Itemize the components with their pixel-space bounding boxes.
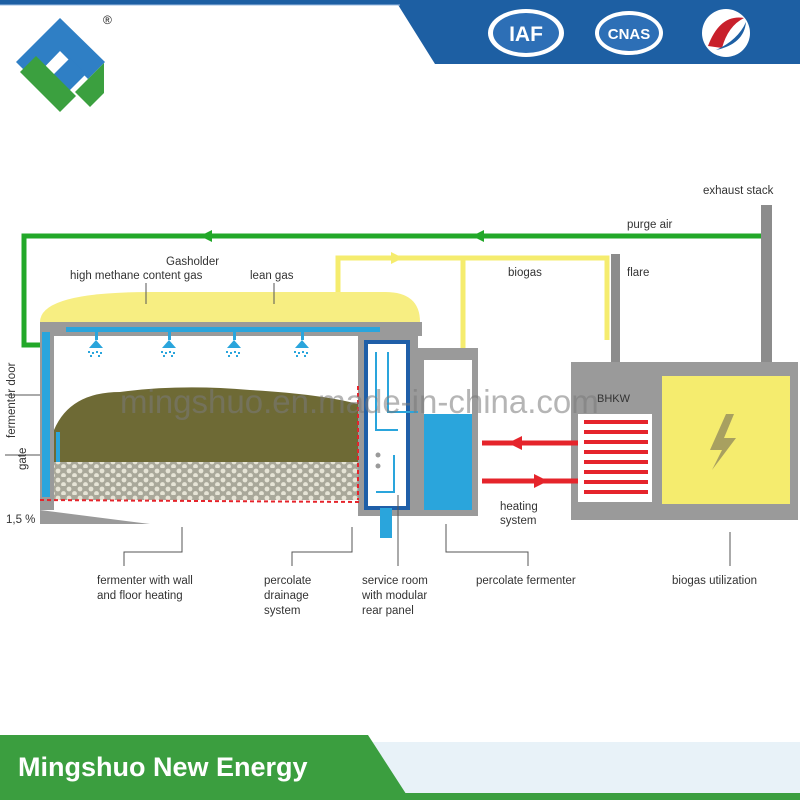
label-biogas: biogas (508, 267, 542, 279)
service-room (364, 340, 420, 538)
company-logo: ® (16, 13, 112, 112)
fermenter-door (42, 332, 50, 497)
label-flare: flare (627, 267, 649, 279)
label-percolate-drainage-2: drainage (264, 590, 309, 602)
label-gate: gate (17, 448, 29, 470)
label-gasholder: Gasholder (166, 256, 219, 268)
label-percolate-fermenter: percolate fermenter (476, 575, 576, 587)
label-lean-gas: lean gas (250, 270, 294, 282)
label-exhaust-stack: exhaust stack (703, 185, 774, 197)
chp-unit (571, 362, 798, 520)
label-service-room-1: service room (362, 575, 428, 587)
label-fermenter-heating-2: and floor heating (97, 590, 183, 602)
label-service-room-2: with modular (361, 590, 427, 602)
watermark: mingshuo.en.made-in-china.com (120, 383, 599, 420)
cnas-badge-text: CNAS (608, 26, 651, 43)
label-fermenter-door: fermenter door (6, 362, 18, 438)
label-purge-air: purge air (627, 219, 673, 231)
footer-bar: Mingshuo New Energy (0, 735, 800, 800)
label-slope: 1,5 % (6, 514, 35, 526)
arrow-right-icon (534, 474, 548, 488)
header-bar (0, 0, 800, 64)
label-fermenter-heating-1: fermenter with wall (97, 575, 193, 587)
arrow-left-icon (508, 436, 522, 450)
gasholder (40, 292, 420, 330)
percolate-liquid (424, 414, 472, 510)
exhaust-stack (761, 205, 772, 365)
floor-slope (40, 510, 150, 524)
leader-lines (5, 283, 731, 566)
purge-air-line (21, 230, 766, 348)
iaf-badge-text: IAF (509, 23, 543, 46)
sprinkler-icon (226, 332, 241, 357)
flare-stack (611, 254, 620, 364)
label-heating-system-2: system (500, 515, 536, 527)
percolate-fermenter (418, 348, 478, 516)
floor-heating (39, 499, 361, 503)
label-percolate-drainage-3: system (264, 605, 300, 617)
label-percolate-drainage-1: percolate (264, 575, 311, 587)
sprinkler-icon (294, 332, 309, 357)
accreditation-emblem (702, 9, 750, 57)
iaf-badge: IAF (488, 9, 564, 57)
label-service-room-3: rear panel (362, 605, 414, 617)
substrate-pile (54, 387, 358, 462)
cnas-badge: CNAS (595, 11, 663, 55)
percolate-drainage-gravel (54, 462, 358, 500)
heat-exchanger (584, 420, 648, 494)
lightning-icon (710, 414, 736, 470)
percolate-outlet (380, 508, 392, 538)
label-high-methane: high methane content gas (70, 270, 203, 282)
footer-brand: Mingshuo New Energy (18, 752, 308, 782)
sprinkler-icons (88, 332, 309, 357)
label-bhkw: BHKW (597, 393, 631, 405)
registered-mark: ® (103, 13, 112, 27)
heating-lines (482, 436, 578, 488)
sprinkler-icon (88, 332, 103, 357)
label-biogas-utilization: biogas utilization (672, 575, 757, 587)
sprinkler-icon (161, 332, 176, 357)
gate (56, 432, 60, 462)
label-heating-system-1: heating (500, 501, 538, 513)
